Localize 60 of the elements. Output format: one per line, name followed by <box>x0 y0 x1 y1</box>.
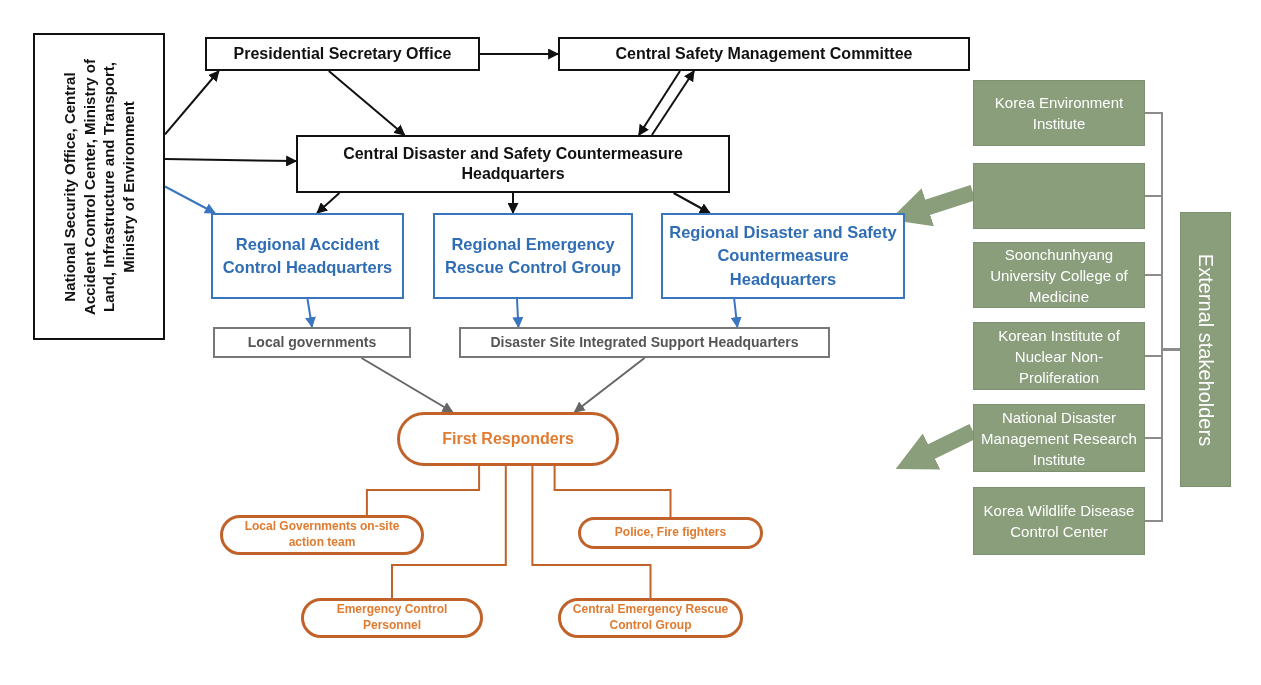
arrow <box>316 192 341 214</box>
stakeholder-box <box>973 242 1145 308</box>
arrow <box>730 298 742 329</box>
regional-box <box>433 213 633 299</box>
responder-pill <box>558 598 743 638</box>
box-label: Korea Environment Institute <box>993 93 1125 134</box>
arrow <box>164 155 298 167</box>
box-shape <box>973 163 1145 229</box>
arrow <box>305 298 316 329</box>
box-label: Central Safety Management Committee <box>615 44 913 64</box>
org-box <box>205 37 480 71</box>
box-label: Police, Fire fighters <box>614 525 727 541</box>
box-label: Central Emergency Rescue Control Group <box>571 602 730 634</box>
box-label: Disaster Site Integrated Support Headquarters <box>490 333 799 352</box>
arrow <box>360 357 454 413</box>
connector-line <box>391 465 507 599</box>
box-label: Soonchunhyang University College of Medicine <box>989 244 1129 307</box>
box-label: Regional Disaster and Safety Countermeasure Headquarters <box>668 222 898 290</box>
arrow <box>327 70 406 136</box>
arrow <box>573 357 646 413</box>
arrow <box>164 185 216 214</box>
box-label: Regional Emergency Rescue Control Group <box>444 233 622 278</box>
arrow <box>507 192 519 215</box>
support-box <box>459 327 830 358</box>
arrow <box>512 298 524 329</box>
connector-line <box>531 465 652 599</box>
arrow <box>164 70 220 136</box>
arrow <box>672 192 711 214</box>
stakeholder-box <box>973 322 1145 390</box>
box-label: Emergency Control Personnel <box>335 602 449 634</box>
box-label: Regional Accident Control Headquarters <box>221 233 394 278</box>
responder-pill <box>397 412 619 466</box>
box-label: Local governments <box>247 333 377 352</box>
regional-box <box>661 213 905 299</box>
box-label: Local Governments on-site action team <box>243 519 401 551</box>
box-label: External stakeholders <box>1193 252 1218 448</box>
responder-pill <box>578 517 763 549</box>
box-label: National Disaster Management Research Institute <box>980 407 1138 470</box>
arrow <box>650 70 695 136</box>
box-label: Presidential Secretary Office <box>233 44 452 64</box>
box-label: Korea Wildlife Disease Control Center <box>982 501 1136 542</box>
org-box <box>33 33 165 340</box>
box-label: Central Disaster and Safety Countermeasure Headquarters <box>342 144 684 184</box>
org-box <box>558 37 970 71</box>
box-label: National Security Office, Central Accident Control Center, Ministry of Land, Infrastructure and Transport, Ministry of Environment <box>60 57 138 317</box>
stakeholder-box <box>973 487 1145 555</box>
regional-box <box>211 213 404 299</box>
connector-line <box>1144 348 1181 522</box>
box-label: First Responders <box>442 429 574 449</box>
connector-line <box>553 465 672 518</box>
arrow <box>479 48 560 60</box>
connector-line <box>365 465 481 516</box>
box-label: Korean Institute of Nuclear Non-Proliferation <box>997 325 1121 388</box>
responder-pill <box>220 515 424 555</box>
stakeholder-box <box>1180 212 1231 487</box>
stakeholder-box <box>973 80 1145 146</box>
responder-pill <box>301 598 483 638</box>
support-box <box>213 327 411 358</box>
arrow <box>637 70 681 136</box>
org-box <box>296 135 730 193</box>
